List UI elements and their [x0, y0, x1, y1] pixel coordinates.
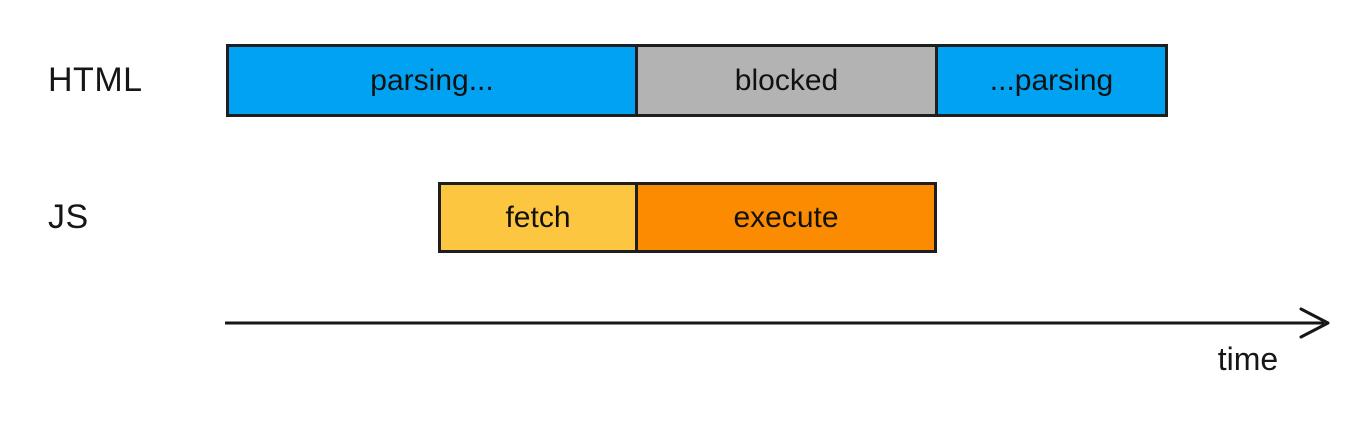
- segment-blocked: blocked: [635, 44, 938, 117]
- segment-label: parsing...: [370, 63, 494, 97]
- segment-parsing-resume: ...parsing: [935, 44, 1168, 117]
- row-label-html: HTML: [48, 61, 143, 99]
- time-axis-label: time: [1217, 341, 1279, 377]
- segment-label: fetch: [505, 200, 571, 234]
- segment-label: blocked: [734, 63, 839, 97]
- segment-parsing-start: parsing...: [226, 44, 638, 117]
- segment-execute: execute: [635, 182, 937, 253]
- segment-fetch: fetch: [438, 182, 638, 253]
- row-label-js: JS: [48, 198, 89, 236]
- arrow-right-icon: [1299, 307, 1330, 339]
- segment-label: execute: [733, 200, 839, 234]
- segment-label: ...parsing: [989, 63, 1114, 97]
